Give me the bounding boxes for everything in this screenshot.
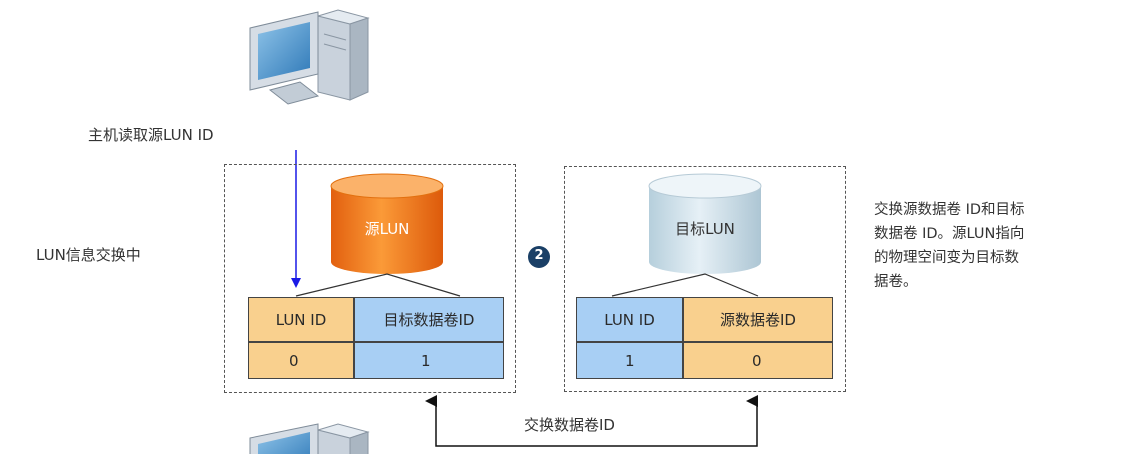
connector-lines bbox=[295, 273, 759, 297]
note-line: 的物理空间变为目标数 bbox=[874, 250, 1019, 266]
right-value-source-volume-id: 0 bbox=[683, 342, 833, 379]
right-header-lun-id: LUN ID bbox=[576, 297, 683, 342]
right-header-source-volume-id: 源数据卷ID bbox=[683, 297, 833, 342]
host-read-label: 主机读取源LUN ID bbox=[88, 126, 214, 144]
step-badge: 2 bbox=[534, 248, 544, 263]
source-lun-cylinder bbox=[330, 173, 444, 274]
note-line: 据卷。 bbox=[874, 274, 918, 290]
lun-exchanging-label: LUN信息交换中 bbox=[36, 246, 141, 264]
source-lun-label: 源LUN bbox=[364, 220, 410, 238]
computer-icon-bottom bbox=[249, 423, 370, 454]
swap-bracket-arrow bbox=[425, 395, 758, 447]
target-lun-cylinder bbox=[648, 173, 762, 274]
note-line: 数据卷 ID。源LUN指向 bbox=[874, 226, 1025, 242]
step-badge-circle bbox=[528, 246, 550, 268]
swap-volume-id-label: 交换数据卷ID bbox=[524, 416, 615, 434]
target-panel bbox=[564, 166, 846, 392]
left-value-lun-id: 0 bbox=[248, 342, 354, 379]
computer-icon-top bbox=[249, 9, 370, 105]
note-line: 交换源数据卷 ID和目标 bbox=[874, 202, 1025, 218]
right-value-lun-id: 1 bbox=[576, 342, 683, 379]
left-header-target-volume-id: 目标数据卷ID bbox=[354, 297, 504, 342]
source-panel bbox=[224, 164, 516, 393]
target-lun-label: 目标LUN bbox=[675, 220, 735, 238]
left-header-lun-id: LUN ID bbox=[248, 297, 354, 342]
exchange-description: 交换源数据卷 ID和目标 数据卷 ID。源LUN指向 的物理空间变为目标数 据卷… bbox=[874, 198, 1089, 294]
left-value-target-volume-id: 1 bbox=[354, 342, 504, 379]
